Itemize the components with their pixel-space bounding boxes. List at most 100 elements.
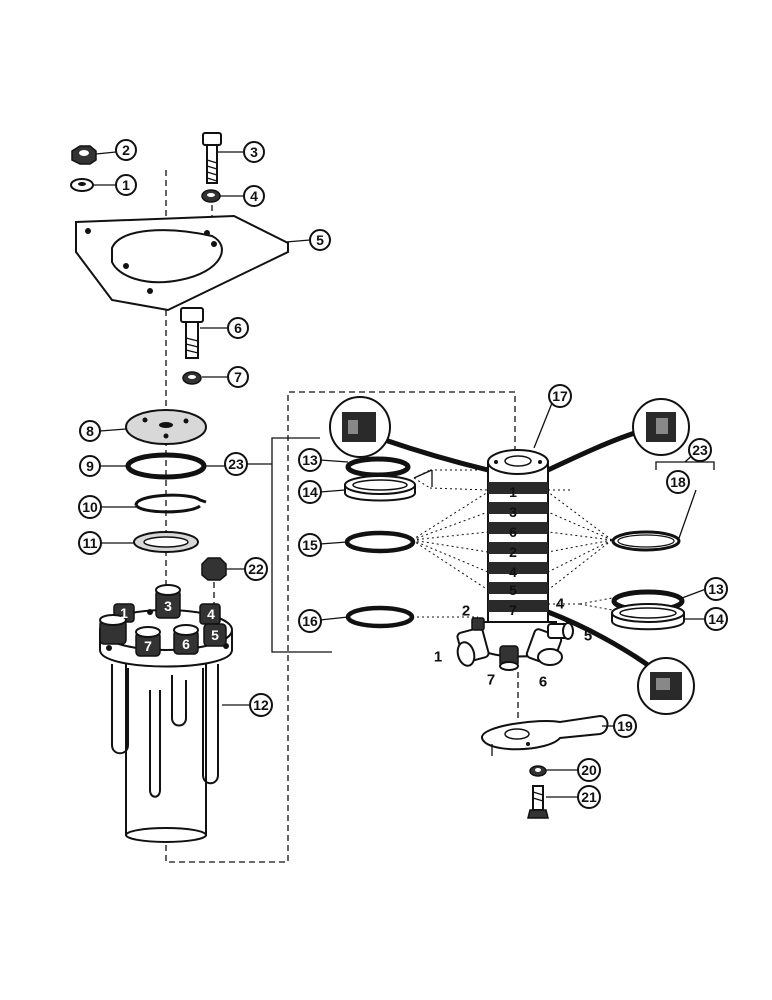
svg-text:11: 11 <box>83 535 98 551</box>
o-ring-part-15 <box>344 530 416 554</box>
callout-5: 5 <box>309 229 331 251</box>
callout-14-left: 14 <box>298 480 322 504</box>
callout-10: 10 <box>78 495 102 519</box>
callout-22: 22 <box>244 557 268 581</box>
section-magnifier-bottom-right <box>547 609 695 715</box>
spool-stamp-3: 3 <box>509 504 517 520</box>
svg-text:1: 1 <box>122 177 130 193</box>
bracket-23-right <box>655 461 715 470</box>
leader-13-14-left <box>413 469 433 479</box>
spool-stamp-6: 6 <box>509 524 517 540</box>
svg-text:9: 9 <box>86 458 94 474</box>
spool-fittings <box>456 617 574 671</box>
lockwasher-part-4 <box>201 189 221 203</box>
svg-text:4: 4 <box>250 188 258 204</box>
callout-17: 17 <box>548 384 572 408</box>
svg-text:14: 14 <box>302 484 318 500</box>
svg-text:13: 13 <box>302 452 318 468</box>
callout-12: 12 <box>249 693 273 717</box>
callout-leaders <box>93 151 707 798</box>
lockwasher-part-20 <box>529 765 547 777</box>
svg-text:13: 13 <box>708 581 724 597</box>
swivel-spool-part-17: 1 3 6 2 4 5 7 <box>456 449 574 671</box>
retainer-plate-part-19 <box>481 714 609 756</box>
port-label-1: 1 <box>434 649 442 666</box>
svg-text:7: 7 <box>234 369 242 385</box>
callout-13-left: 13 <box>298 448 322 472</box>
spool-stamp-1: 1 <box>509 484 517 500</box>
callout-11: 11 <box>78 531 102 555</box>
callout-7: 7 <box>227 366 249 388</box>
backup-ring-part-14-left <box>344 475 416 502</box>
port-label-5: 5 <box>584 628 592 645</box>
housing-port-label-1: 1 <box>120 605 128 621</box>
callout-21: 21 <box>577 785 601 809</box>
callout-19: 19 <box>613 714 637 738</box>
bolt-part-3 <box>202 132 222 184</box>
lockwasher-part-7 <box>182 371 202 385</box>
svg-text:20: 20 <box>581 762 597 778</box>
backup-ring-part-14-right <box>611 603 685 631</box>
callout-6: 6 <box>227 317 249 339</box>
callout-18: 18 <box>666 470 690 494</box>
bolt-part-21 <box>527 785 549 819</box>
svg-text:8: 8 <box>86 423 94 439</box>
seal-ring-part-13-left <box>345 456 411 478</box>
housing-port-label-6: 6 <box>182 636 190 652</box>
svg-text:17: 17 <box>552 388 568 404</box>
callout-20: 20 <box>577 758 601 782</box>
callout-1: 1 <box>115 174 137 196</box>
callout-2: 2 <box>115 139 137 161</box>
section-magnifier-top-right <box>546 398 690 473</box>
housing-port-label-7: 7 <box>144 638 152 654</box>
svg-text:6: 6 <box>234 320 242 336</box>
disc-part-8 <box>125 409 207 445</box>
section-magnifier-top-left <box>329 396 489 473</box>
callout-15: 15 <box>298 533 322 557</box>
housing-port-label-3: 3 <box>164 598 172 614</box>
svg-text:23: 23 <box>228 456 244 472</box>
svg-text:10: 10 <box>82 499 98 515</box>
svg-text:2: 2 <box>122 142 130 158</box>
housing-part-12: 3 1 5 7 6 4 <box>99 584 233 843</box>
snap-ring-part-10 <box>134 493 207 514</box>
dashed-routing-line <box>165 391 516 863</box>
bolt-part-6 <box>180 307 204 359</box>
svg-text:21: 21 <box>581 789 597 805</box>
spool-stamp-2: 2 <box>509 544 517 560</box>
o-ring-part-16 <box>345 605 415 629</box>
washer-part-11 <box>133 531 199 553</box>
mounting-plate-part-5 <box>75 214 289 312</box>
svg-text:5: 5 <box>316 232 324 248</box>
port-label-4: 4 <box>556 596 565 613</box>
callout-14-right: 14 <box>704 607 728 631</box>
port-label-6: 6 <box>539 674 547 691</box>
port-label-2: 2 <box>462 603 470 620</box>
callout-9: 9 <box>79 455 101 477</box>
housing-port-label-4: 4 <box>207 606 215 622</box>
svg-text:15: 15 <box>302 537 318 553</box>
housing-port-label-5: 5 <box>211 627 219 643</box>
svg-text:23: 23 <box>692 442 708 458</box>
svg-text:22: 22 <box>248 561 264 577</box>
callout-16: 16 <box>298 609 322 633</box>
svg-text:16: 16 <box>302 613 318 629</box>
callout-3: 3 <box>243 141 265 163</box>
svg-text:12: 12 <box>253 697 269 713</box>
spool-stamp-4: 4 <box>509 564 517 580</box>
callout-13-right: 13 <box>704 577 728 601</box>
callout-23-right: 23 <box>688 438 712 462</box>
svg-text:14: 14 <box>708 611 724 627</box>
washer-part-1 <box>70 178 94 192</box>
port-label-7: 7 <box>487 672 495 689</box>
spool-stamp-7: 7 <box>509 602 517 618</box>
svg-text:3: 3 <box>250 144 258 160</box>
plug-part-22 <box>201 557 227 604</box>
callout-4: 4 <box>243 185 265 207</box>
group-bracket <box>271 437 332 653</box>
svg-text:18: 18 <box>670 474 686 490</box>
callout-23-left: 23 <box>224 452 248 476</box>
callout-8: 8 <box>79 420 101 442</box>
ring-part-18 <box>611 530 681 552</box>
